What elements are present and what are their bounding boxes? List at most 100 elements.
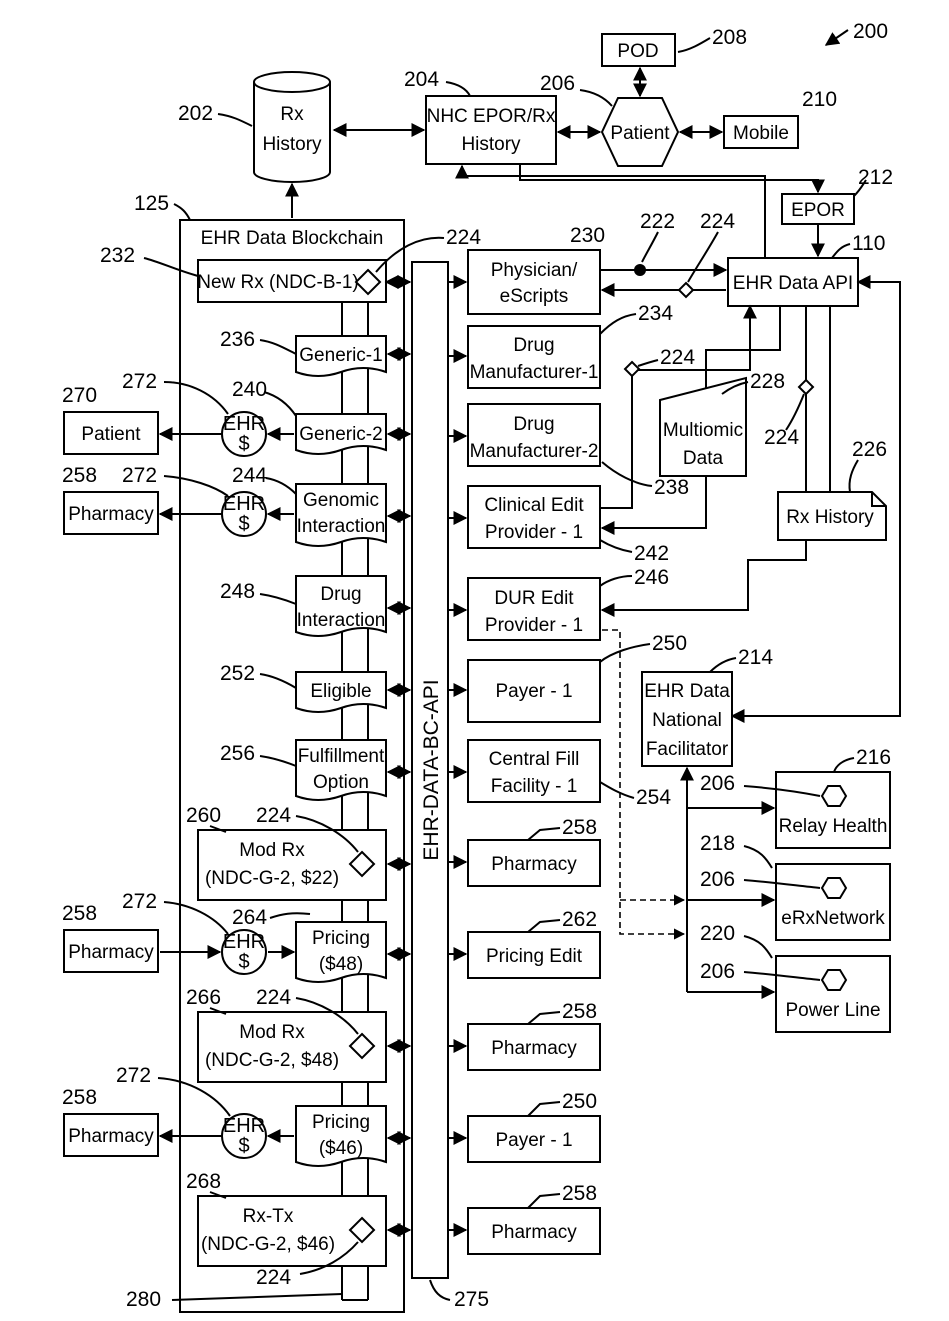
ref-224-clin: 224 [660, 346, 695, 369]
payer-1-label: Payer - 1 [495, 681, 572, 702]
ref-272-a: 272 [122, 370, 157, 393]
nhc-epor-line1: NHC EPOR/Rx [427, 106, 556, 127]
ref-262: 262 [562, 908, 597, 931]
ref-270: 270 [62, 384, 97, 407]
ehr-blockchain-label: EHR Data Blockchain [201, 228, 384, 249]
ref-208: 208 [712, 26, 747, 49]
ref-214: 214 [738, 646, 773, 669]
genomic-line2: Interaction [297, 516, 386, 537]
ref-246: 246 [634, 566, 669, 589]
ref-244: 244 [232, 464, 267, 487]
erx-network-hexagon-icon [822, 878, 846, 898]
power-line-label: Power Line [785, 1000, 880, 1021]
pharmacy-right-2-label: Pharmacy [491, 1038, 577, 1059]
ref-258-left2: 258 [62, 902, 97, 925]
relay-health-label: Relay Health [779, 816, 888, 837]
ref-222: 222 [640, 210, 675, 233]
ref-264: 264 [232, 906, 267, 929]
national-fac-line1: EHR Data [644, 681, 730, 702]
svg-text:EHR: EHR [223, 1115, 265, 1137]
ref-204: 204 [404, 68, 439, 91]
ref-254: 254 [636, 786, 671, 809]
ref-234: 234 [638, 302, 673, 325]
ref-258-r2: 258 [562, 1000, 597, 1023]
mod-rx-48-line2: (NDC-G-2, $48) [205, 1050, 339, 1071]
patient-left-label: Patient [81, 424, 141, 445]
ref-206-c: 206 [700, 960, 735, 983]
dur-edit-line1: DUR Edit [494, 588, 574, 609]
ref-224-dur: 224 [764, 426, 799, 449]
ref-266: 266 [186, 986, 221, 1009]
drug-mfr1-line2: Manufacturer-1 [470, 362, 599, 383]
mod-rx-22-line1: Mod Rx [239, 840, 305, 861]
pharmacy-right-3-label: Pharmacy [491, 1222, 577, 1243]
ref-268: 268 [186, 1170, 221, 1193]
ref-216: 216 [856, 746, 891, 769]
relay-health-hexagon-icon [822, 786, 846, 806]
ref-224-phys: 224 [700, 210, 735, 233]
ref-206-a: 206 [700, 772, 735, 795]
ref-260: 260 [186, 804, 221, 827]
generic1-label: Generic-1 [299, 345, 382, 366]
svg-text:$: $ [238, 513, 249, 535]
ref-230: 230 [570, 224, 605, 247]
ref-272-b: 272 [122, 464, 157, 487]
ref-218: 218 [700, 832, 735, 855]
rx-history-doc-label: Rx History [786, 507, 874, 528]
epor-label: EPOR [791, 200, 845, 221]
ref-200: 200 [853, 20, 888, 43]
physician-diamond-icon [679, 283, 693, 297]
national-fac-line2: National [652, 710, 722, 731]
nhc-epor-line2: History [461, 134, 521, 155]
pricing-48-line1: Pricing [312, 928, 370, 949]
pharmacy-left-1-label: Pharmacy [68, 504, 154, 525]
rx-tx-line2: (NDC-G-2, $46) [201, 1234, 335, 1255]
ref-220: 220 [700, 922, 735, 945]
rx-history-db-line2: History [262, 134, 322, 155]
physician-line1: Physician/ [491, 260, 578, 281]
new-rx-label: New Rx (NDC-B-1) [197, 272, 359, 293]
ref-206-b: 206 [700, 868, 735, 891]
physician-line2: eScripts [500, 286, 569, 307]
clinical-diamond-icon [625, 362, 639, 376]
pricing-edit-label: Pricing Edit [486, 946, 583, 967]
ref-110: 110 [852, 232, 885, 255]
erx-network-label: eRxNetwork [781, 908, 885, 929]
dur-edit-line2: Provider - 1 [485, 615, 583, 636]
pharmacy-left-3-label: Pharmacy [68, 1126, 154, 1147]
ref-236: 236 [220, 328, 255, 351]
ref-238: 238 [654, 476, 689, 499]
mobile-label: Mobile [733, 123, 789, 144]
multiomic-line2: Data [683, 448, 724, 469]
dur-diamond-icon [799, 380, 813, 394]
national-fac-line3: Facilitator [646, 739, 729, 760]
ref-252: 252 [220, 662, 255, 685]
clinical-edit-line1: Clinical Edit [484, 495, 584, 516]
mod-rx-22-line2: (NDC-G-2, $22) [205, 868, 339, 889]
generic2-label: Generic-2 [299, 424, 382, 445]
ehr-data-api-label: EHR Data API [733, 273, 853, 294]
ehr-data-bc-api-label: EHR-DATA-BC-API [420, 679, 443, 860]
rx-tx-line1: Rx-Tx [243, 1206, 294, 1227]
ref-210: 210 [802, 88, 837, 111]
drug-inter-line2: Interaction [297, 610, 386, 631]
ref-272-d: 272 [116, 1064, 151, 1087]
pharmacy-right-1-label: Pharmacy [491, 854, 577, 875]
fulfillment-line1: Fulfillment [298, 746, 385, 767]
ehr-token-3: EHR $ [222, 930, 266, 974]
svg-text:$: $ [238, 433, 249, 455]
drug-mfr1-line1: Drug [513, 335, 554, 356]
pod-label: POD [617, 41, 658, 62]
ref-250-a: 250 [652, 632, 687, 655]
ref-272-c: 272 [122, 890, 157, 913]
mod-rx-48-line1: Mod Rx [239, 1022, 305, 1043]
ref-258-r1: 258 [562, 816, 597, 839]
encryption-node-222 [634, 264, 646, 276]
ref-125: 125 [134, 192, 169, 215]
ref-206-top: 206 [540, 72, 575, 95]
rx-history-database [254, 72, 330, 182]
ref-275: 275 [454, 1288, 489, 1311]
central-fill-line2: Facility - 1 [491, 776, 578, 797]
ref-224-rxtx: 224 [256, 1266, 291, 1289]
